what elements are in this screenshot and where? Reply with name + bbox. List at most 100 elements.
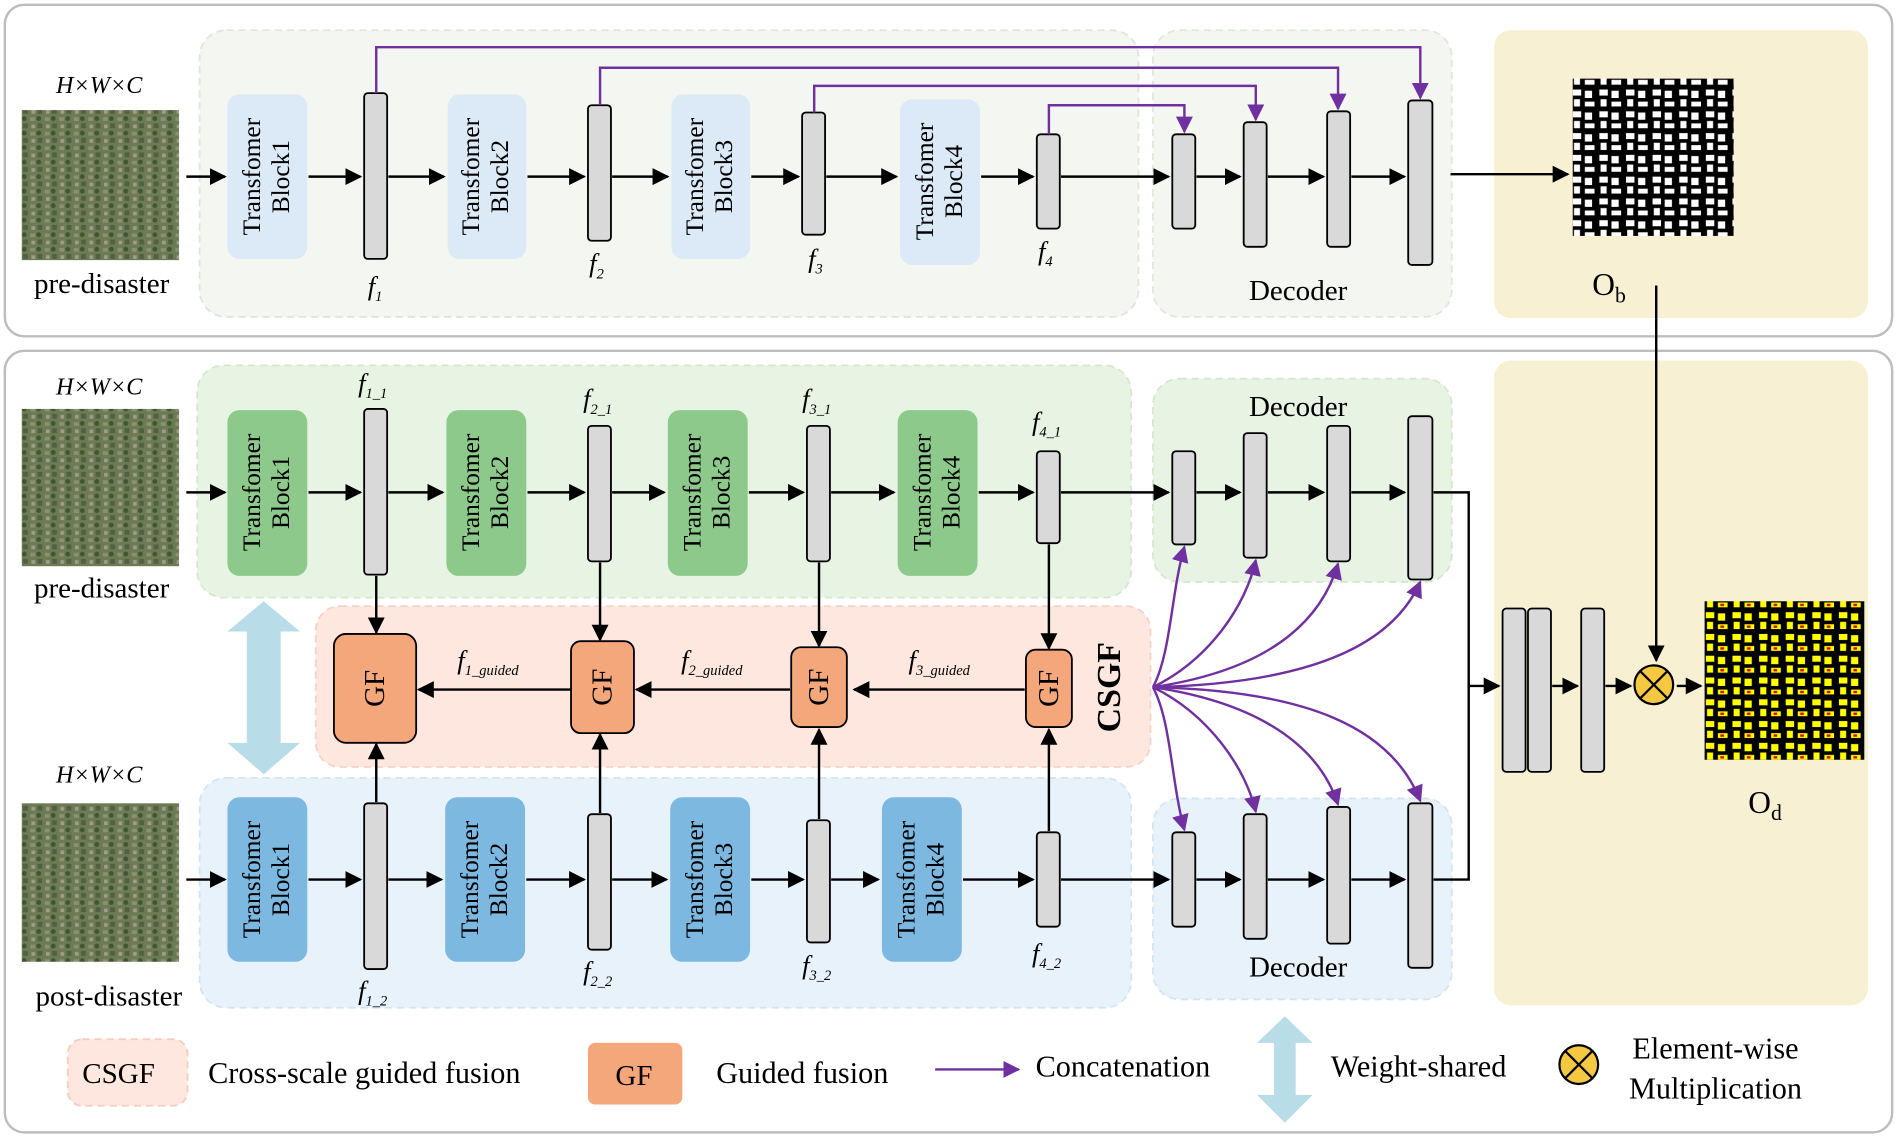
label-f1-sub: 1: [375, 289, 382, 305]
top-block3-label: Block3: [710, 140, 738, 213]
pre-feature-f3-1: [806, 424, 831, 563]
top-block3-word: Transfomer: [681, 117, 709, 235]
pre-block3-label: Block3: [708, 456, 736, 529]
label-f1-symbol: f: [368, 271, 379, 301]
label-f3-1-symbol: f: [802, 384, 813, 414]
pre-feature-f4-1: [1035, 450, 1061, 545]
multiplication-icon: [1633, 664, 1675, 706]
label-f1-1-sub: 1_1: [366, 386, 388, 402]
pre-feature-f2-1: [587, 424, 612, 563]
top-block4-label: Block4: [940, 144, 968, 218]
top-block4: [900, 99, 980, 265]
label-f2-sub: 2: [597, 266, 604, 282]
top-decoder-bar1: [1171, 133, 1197, 230]
post-block2: [445, 797, 526, 962]
label-f4-sub: 4: [1045, 254, 1052, 270]
gf-block-3: [790, 646, 848, 728]
top-decoder-region: [1152, 29, 1453, 318]
label-f2-1-symbol: f: [583, 384, 594, 414]
pre-feature-f1-1: [363, 408, 389, 576]
top-block2-word: Transfomer: [457, 117, 485, 235]
pre-decoder-bar2: [1242, 432, 1268, 559]
label-f4-2: f4_2: [1032, 938, 1061, 972]
label-f3-1: f3_1: [802, 384, 831, 418]
top-block1: [227, 94, 308, 259]
label-f4: f4: [1038, 236, 1053, 270]
csgf-region: [314, 605, 1152, 768]
pre-transformer-blocks: [227, 410, 978, 576]
post-disaster-label: post-disaster: [36, 980, 183, 1012]
pre-block4: [897, 410, 978, 576]
legend-mult-text-1: Element-wise: [1632, 1032, 1798, 1066]
post-decoder-region: [1152, 797, 1453, 1001]
legend-mult-text-2: Multiplication: [1629, 1071, 1802, 1105]
damage-output-sub: d: [1771, 801, 1782, 825]
label-f2-2: f2_2: [583, 956, 612, 990]
damage-output-symbol: O: [1748, 785, 1771, 820]
gf-block-2: [570, 640, 635, 735]
label-f3-2-sub: 3_2: [809, 968, 832, 984]
top-block2: [447, 94, 527, 259]
weight-shared-arrow: [227, 601, 301, 775]
label-f4-2-sub: 4_2: [1039, 956, 1061, 972]
label-f2-2-sub: 2_2: [591, 974, 613, 990]
gf-block-4: [1025, 648, 1073, 728]
legend-multiplication-icon: [1558, 1044, 1600, 1086]
post-decoder-bar1: [1171, 831, 1197, 928]
pre-decoder-bar1: [1171, 450, 1197, 546]
pre-block1-word: Transfomer: [238, 433, 266, 551]
label-f3-guided-symbol: f: [909, 645, 920, 675]
label-f3-1-sub: 3_1: [809, 402, 832, 418]
top-block3: [671, 94, 751, 259]
building-output-symbol: O: [1592, 267, 1615, 302]
post-block4: [881, 797, 962, 962]
mid-input-dims: H×W×C: [55, 373, 143, 400]
pre-decoder-label: Decoder: [1249, 391, 1348, 423]
post-input-dims: H×W×C: [55, 762, 143, 789]
top-input-dims: H×W×C: [55, 72, 143, 99]
post-feature-f3-2: [806, 819, 831, 944]
label-f3-guided: f3_guided: [909, 645, 971, 679]
label-f1-1: f1_1: [358, 368, 387, 402]
damage-output-label: Od: [1748, 785, 1782, 825]
post-disaster-image: [21, 803, 180, 962]
pre-decoder-bar3: [1326, 424, 1352, 563]
top-transformer-blocks: [227, 94, 980, 265]
label-f1-guided: f1_guided: [457, 645, 519, 679]
legend-csgf-swatch: [66, 1038, 189, 1107]
post-block2-label: Block2: [485, 843, 513, 916]
top-block1-label: Block1: [267, 140, 295, 213]
pre-block2-word: Transfomer: [457, 433, 485, 551]
gf-label-4: GF: [1033, 670, 1065, 707]
label-f2-symbol: f: [589, 248, 600, 278]
post-transformer-blocks: [227, 797, 962, 962]
gf-label-3: GF: [803, 669, 835, 706]
label-f1-2-symbol: f: [358, 975, 369, 1005]
label-f1-2-sub: 1_2: [366, 993, 388, 1009]
post-block3-label: Block3: [710, 843, 738, 916]
pre-encoder-region: [196, 364, 1133, 599]
top-block2-label: Block2: [486, 140, 514, 213]
post-block1: [227, 797, 308, 962]
post-feature-f4-2: [1035, 831, 1061, 928]
fusion-bar1: [1501, 607, 1527, 773]
pre-disaster-image: [21, 408, 180, 567]
post-block4-word: Transfomer: [893, 820, 921, 938]
decoder-merge-line: [1433, 491, 1470, 881]
damage-map-image: [1704, 601, 1865, 760]
top-decoder-label: Decoder: [1249, 275, 1348, 307]
building-map-image: [1572, 78, 1734, 236]
label-f4-1: f4_1: [1032, 407, 1061, 441]
top-block1-word: Transfomer: [238, 117, 266, 235]
top-block4-word: Transfomer: [911, 122, 939, 240]
post-decoder-label: Decoder: [1249, 951, 1348, 983]
post-decoder-bar3: [1326, 806, 1352, 945]
label-f2-guided: f2_guided: [681, 645, 743, 679]
post-block1-label: Block1: [267, 843, 295, 916]
pre-block3: [667, 410, 748, 576]
label-f3-2-symbol: f: [802, 950, 813, 980]
post-feature-f2-2: [587, 813, 612, 951]
post-decoder-bar2: [1242, 813, 1268, 940]
top-feature-f4: [1035, 133, 1061, 230]
